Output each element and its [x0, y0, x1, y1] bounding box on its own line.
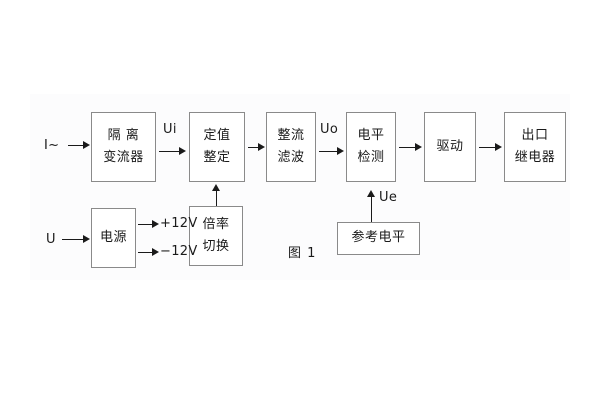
drive-to-relay-arrowhead	[495, 143, 502, 151]
ue-arrowhead	[367, 190, 375, 197]
block-ratio-switch-line2: 切换	[202, 239, 230, 254]
block-setting[interactable]: 定值 整定	[189, 112, 245, 182]
uo-arrowhead	[337, 147, 344, 155]
voltage-input-label: U	[46, 232, 56, 247]
ui-arrowhead	[179, 147, 186, 155]
supply-negative-line	[138, 252, 155, 253]
block-level-detect[interactable]: 电平 检测	[346, 112, 396, 182]
drive-to-relay-line	[479, 147, 496, 148]
block-setting-line2: 整定	[203, 150, 231, 165]
level-to-drive-arrowhead	[415, 143, 422, 151]
uo-signal-label: Uo	[320, 122, 339, 137]
block-rectify-filter-line2: 滤波	[277, 150, 305, 165]
uo-line	[319, 151, 338, 152]
block-ratio-switch-line1: 倍率	[202, 216, 230, 232]
block-ratio-switch[interactable]: 倍率 切换	[189, 206, 243, 266]
figure-caption: 图 1	[288, 246, 317, 261]
block-power-supply[interactable]: 电源	[91, 208, 136, 268]
supply-positive-label: +12V	[160, 216, 198, 231]
block-drive[interactable]: 驱动	[424, 112, 476, 182]
voltage-input-arrowhead	[83, 235, 90, 243]
supply-positive-arrowhead	[152, 220, 159, 228]
block-output-relay[interactable]: 出口 继电器	[504, 112, 566, 182]
ratio-to-setting-line	[216, 190, 217, 206]
block-isolation-ct[interactable]: 隔 离 变流器	[91, 112, 156, 182]
ui-line	[159, 151, 180, 152]
block-setting-line1: 定值	[203, 127, 231, 143]
setting-to-rectify-line	[248, 147, 259, 148]
block-isolation-ct-line2: 变流器	[103, 150, 144, 165]
setting-to-rectify-arrowhead	[258, 143, 265, 151]
block-reference-level-line1: 参考电平	[351, 230, 406, 246]
block-level-detect-line1: 电平	[357, 127, 385, 143]
block-rectify-filter-line1: 整流	[277, 127, 305, 143]
current-input-arrowhead	[83, 141, 90, 149]
supply-negative-label: −12V	[160, 244, 198, 259]
block-drive-line1: 驱动	[436, 138, 464, 154]
block-output-relay-line1: 出口	[521, 127, 549, 143]
block-level-detect-line2: 检测	[357, 150, 385, 165]
current-input-label: I~	[44, 138, 60, 153]
block-reference-level[interactable]: 参考电平	[337, 222, 420, 255]
voltage-input-line	[62, 239, 84, 240]
ue-signal-label: Ue	[379, 190, 398, 205]
block-isolation-ct-line1: 隔 离	[107, 127, 140, 143]
ui-signal-label: Ui	[163, 122, 177, 137]
ue-line	[371, 196, 372, 222]
level-to-drive-line	[399, 147, 416, 148]
supply-positive-line	[138, 224, 155, 225]
block-output-relay-line2: 继电器	[514, 150, 556, 165]
current-input-line	[68, 145, 84, 146]
block-power-supply-line1: 电源	[99, 229, 127, 245]
supply-negative-arrowhead	[152, 248, 159, 256]
ratio-to-setting-arrowhead	[212, 184, 220, 191]
block-rectify-filter[interactable]: 整流 滤波	[266, 112, 316, 182]
